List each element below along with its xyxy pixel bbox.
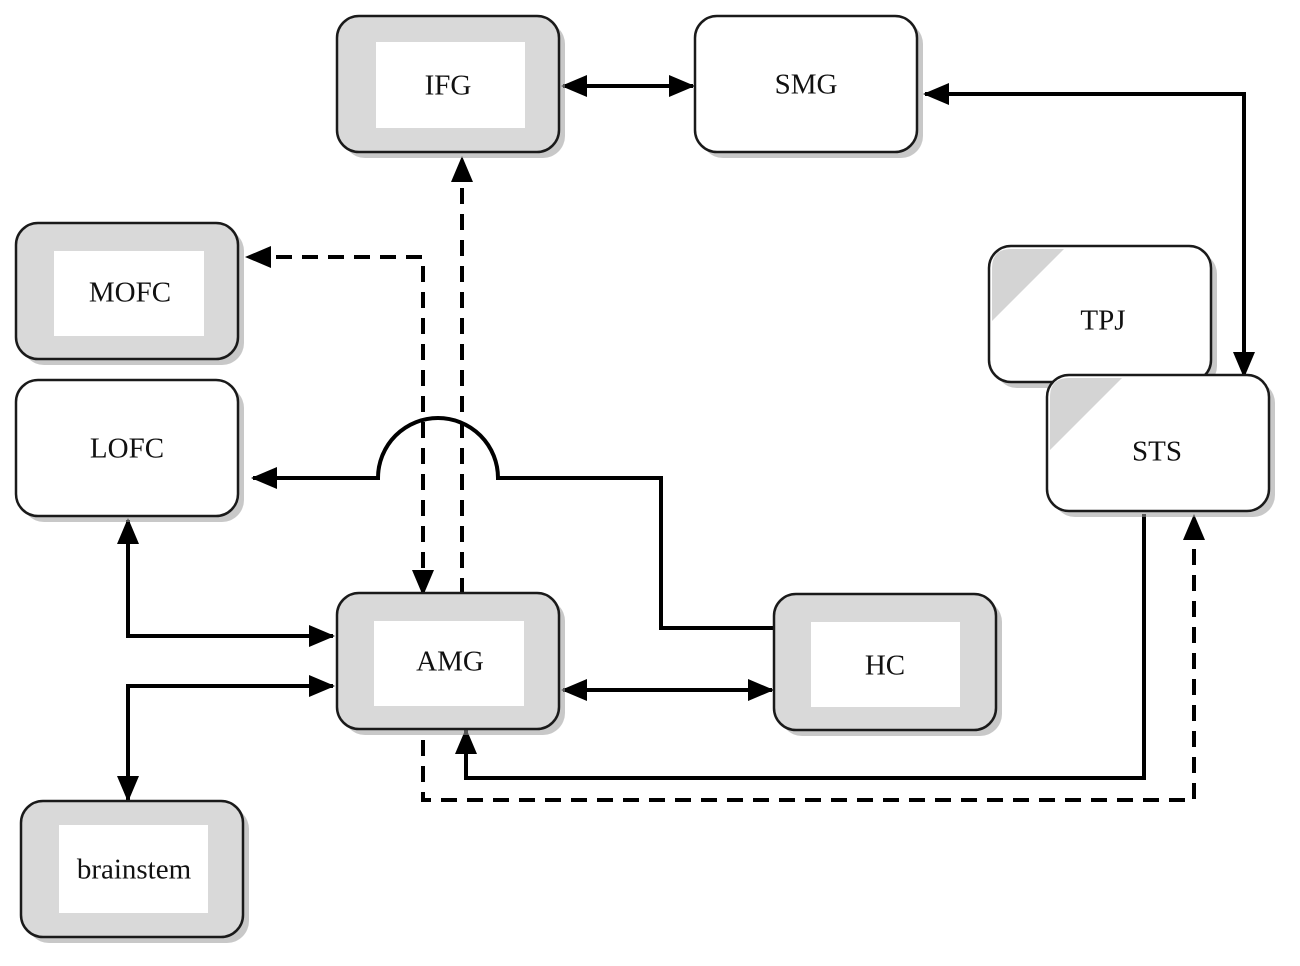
node-sts-corner: [1050, 378, 1122, 450]
edge-brainstem-amg: [117, 675, 335, 802]
node-amg: AMG: [335, 591, 565, 735]
node-amg-label: AMG: [416, 646, 484, 678]
node-smg: SMG: [693, 14, 923, 158]
node-tpj: TPJ: [987, 244, 1217, 388]
node-tpj-corner: [992, 249, 1064, 321]
edges-layer: [117, 75, 1255, 802]
node-lofc-frame: [14, 378, 240, 518]
nodes-layer: IFG SMG MOFC LOFC TPJ: [14, 14, 1275, 943]
node-sts: STS: [1045, 373, 1275, 517]
node-brainstem: brainstem: [19, 799, 249, 943]
node-ifg: IFG: [335, 14, 565, 158]
node-sts-label: STS: [1132, 436, 1182, 468]
edge-amg-sts: [421, 514, 1205, 802]
node-amg-inner: [374, 621, 524, 706]
node-hc-inner: [811, 622, 960, 707]
node-lofc: LOFC: [14, 378, 244, 522]
node-ifg-inner: [376, 42, 525, 128]
node-smg-frame: [693, 14, 919, 154]
edge-sts-amg: [455, 514, 1146, 780]
edge-amg-mofc: [245, 246, 434, 596]
node-smg-label: SMG: [775, 69, 838, 101]
edge-lofc-amg: [117, 518, 335, 647]
node-mofc: MOFC: [14, 221, 244, 365]
node-ifg-label: IFG: [425, 70, 472, 102]
edge-smg-sts: [923, 83, 1255, 378]
node-tpj-label: TPJ: [1080, 305, 1125, 337]
node-brainstem-label: brainstem: [77, 854, 192, 886]
node-lofc-label: LOFC: [90, 433, 164, 465]
node-sts-frame: [1045, 373, 1271, 513]
edge-hc-lofc: [251, 416, 775, 630]
node-hc: HC: [772, 592, 1002, 736]
node-mofc-inner: [54, 251, 204, 336]
node-hc-label: HC: [865, 650, 905, 682]
node-brainstem-inner: [59, 825, 208, 913]
node-mofc-label: MOFC: [89, 277, 171, 309]
